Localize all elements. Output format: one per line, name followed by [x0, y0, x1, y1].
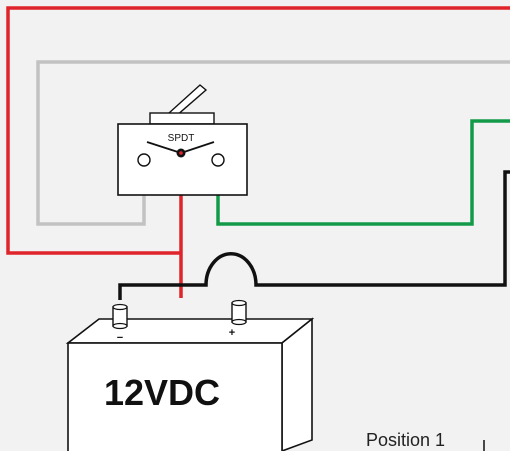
battery-negative-terminal-icon	[112, 303, 128, 330]
switch-arm-left	[146, 141, 182, 154]
green-wire	[216, 119, 510, 226]
switch-terminal-right-icon	[211, 153, 225, 167]
battery-front-face	[67, 342, 283, 451]
black-wire	[118, 170, 510, 300]
position-caption: Position 1	[366, 430, 445, 450]
battery-positive-terminal-icon	[231, 299, 247, 326]
switch-arm-right	[180, 141, 215, 154]
battery-side-face	[281, 317, 313, 451]
spdt-switch: SPDT	[117, 84, 248, 196]
gray-wire	[36, 60, 510, 226]
switch-lever	[167, 84, 208, 117]
switch-label: SPDT	[168, 133, 195, 144]
switch-common-terminal-dot	[179, 151, 183, 155]
red-wire-outer-loop	[6, 6, 510, 255]
battery-positive-label: +	[229, 327, 235, 339]
switch-terminal-left-icon	[137, 153, 151, 167]
battery-negative-label: −	[117, 332, 123, 344]
battery-voltage-label: 12VDC	[104, 372, 220, 413]
battery: − + 12VDC	[65, 299, 315, 451]
battery-top-face	[65, 318, 315, 344]
red-wire	[6, 6, 510, 298]
switch-top-plate	[149, 112, 215, 125]
